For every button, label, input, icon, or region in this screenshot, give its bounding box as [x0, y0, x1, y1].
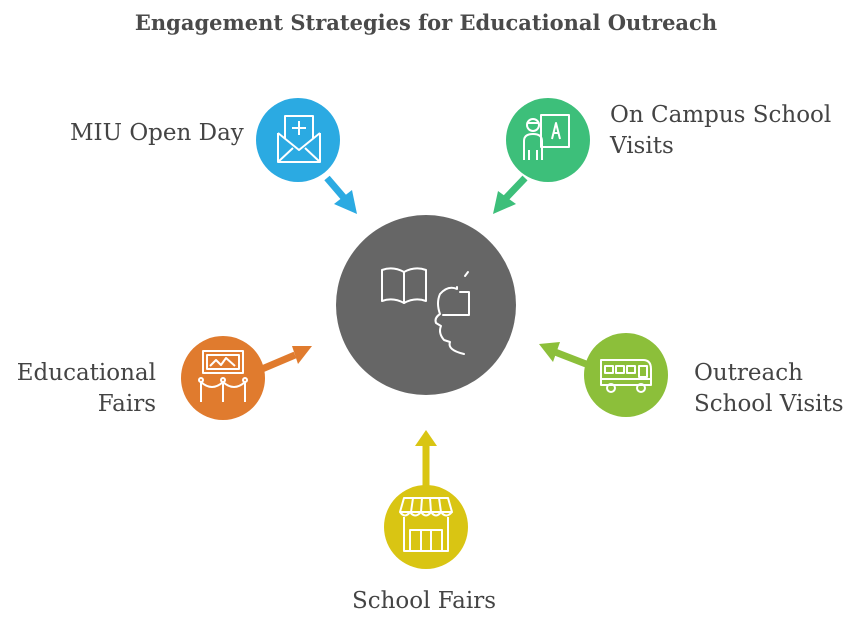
book-and-head-icon — [381, 267, 470, 355]
label-school-fairs: School Fairs — [324, 586, 524, 617]
exhibit-stand-icon — [198, 350, 248, 402]
node-campus-visits — [493, 98, 590, 214]
center-circle — [336, 215, 516, 395]
label-open-day: MIU Open Day — [70, 118, 244, 149]
node-school-fairs — [384, 430, 468, 569]
label-line: Visits — [610, 133, 674, 159]
label-line: Educational — [16, 360, 156, 386]
label-educational-fairs: Educational Fairs — [10, 358, 156, 420]
label-line: Fairs — [97, 391, 156, 417]
bus-icon — [600, 359, 652, 393]
envelope-plus-icon — [277, 115, 321, 163]
label-line: MIU Open Day — [70, 120, 244, 146]
node-outreach-visits — [539, 333, 668, 417]
storefront-icon — [399, 497, 453, 552]
label-line: Outreach — [694, 360, 803, 386]
label-line: School Fairs — [351, 588, 497, 614]
label-outreach-visits: Outreach School Visits — [694, 358, 844, 420]
teacher-board-icon — [523, 114, 570, 160]
label-line: School Visits — [694, 391, 844, 417]
diagram-title: Engagement Strategies for Educational Ou… — [134, 10, 718, 35]
label-campus-visits: On Campus School Visits — [610, 100, 831, 162]
node-open-day — [256, 98, 357, 214]
label-line: On Campus School — [610, 102, 832, 128]
node-educational-fairs — [181, 336, 312, 420]
